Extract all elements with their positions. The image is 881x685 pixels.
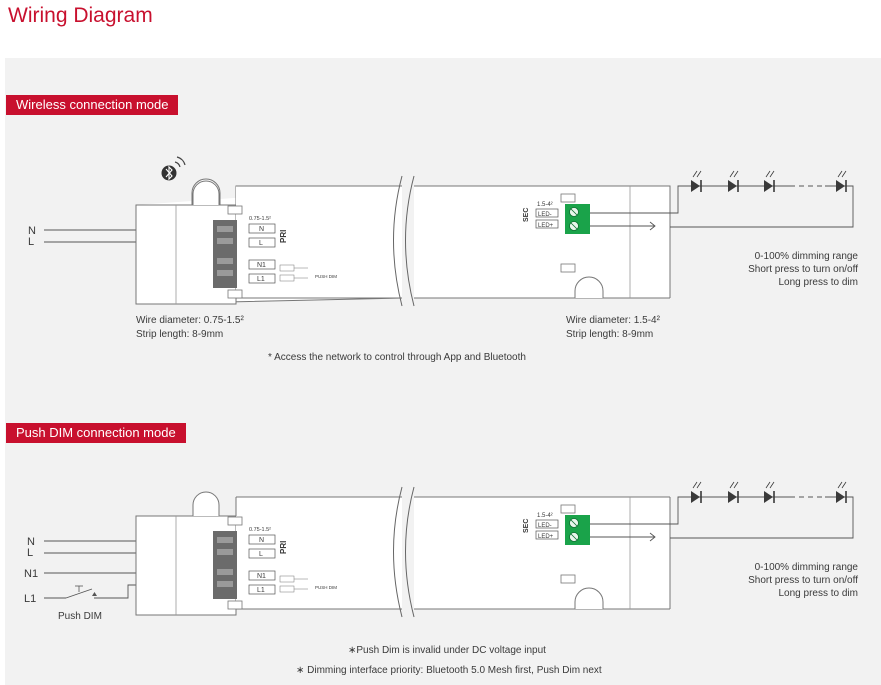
pri-terminal-n1: N1 bbox=[257, 262, 266, 269]
pri-terminal-l1: L1 bbox=[257, 587, 265, 594]
led-diode-icon bbox=[763, 481, 775, 504]
led-diode-icon bbox=[763, 170, 775, 193]
wireless-mode-label: Wireless connection mode bbox=[6, 95, 179, 115]
input-terminal-n1: N1 bbox=[24, 568, 38, 580]
led-diode-icon bbox=[690, 170, 702, 193]
led-diode-icon bbox=[727, 481, 739, 504]
left-strip-length: Strip length: 8-9mm bbox=[136, 329, 223, 340]
pri-terminal-l: L bbox=[259, 551, 263, 558]
sec-terminal-led-plus: LED+ bbox=[538, 223, 554, 229]
right-strip-length: Strip length: 8-9mm bbox=[566, 329, 653, 340]
led-diode-icon bbox=[835, 170, 847, 193]
bluetooth-icon bbox=[161, 156, 186, 181]
led-diode-icon bbox=[727, 170, 739, 193]
right-wire-diameter: Wire diameter: 1.5-4² bbox=[566, 315, 661, 326]
wireless-diagram: N L 0.75-1.5² N L bbox=[28, 156, 859, 363]
input-terminal-n: N bbox=[27, 536, 35, 548]
pri-label: PRI bbox=[279, 541, 288, 554]
input-terminal-l1: L1 bbox=[24, 593, 36, 605]
sec-terminal-led-minus: LED- bbox=[538, 523, 552, 529]
page-title: Wiring Diagram bbox=[8, 4, 153, 27]
input-terminal-l: L bbox=[27, 547, 33, 559]
pri-range: 0.75-1.5² bbox=[249, 527, 271, 533]
sec-range: 1.5-4² bbox=[537, 202, 553, 208]
pri-terminal-n: N bbox=[259, 226, 264, 233]
short-press-info: Short press to turn on/off bbox=[748, 575, 858, 586]
pushdim-note-priority: ∗ Dimming interface priority: Bluetooth … bbox=[296, 665, 602, 676]
sec-terminal-led-plus: LED+ bbox=[538, 534, 554, 540]
pri-terminal-l: L bbox=[259, 240, 263, 247]
pushdim-mode-label: Push DIM connection mode bbox=[6, 423, 186, 443]
dimming-range: 0-100% dimming range bbox=[755, 251, 859, 262]
short-press-info: Short press to turn on/off bbox=[748, 264, 858, 275]
pri-terminal-n1: N1 bbox=[257, 573, 266, 580]
long-press-info: Long press to dim bbox=[779, 277, 859, 288]
sec-connector bbox=[565, 204, 590, 234]
pri-push-dim-small: PUSH DIM bbox=[315, 585, 337, 590]
sec-connector bbox=[565, 515, 590, 545]
left-wire-diameter: Wire diameter: 0.75-1.5² bbox=[136, 315, 244, 326]
pri-terminal-l1: L1 bbox=[257, 276, 265, 283]
input-terminal-l: L bbox=[28, 236, 34, 248]
sec-terminal-led-minus: LED- bbox=[538, 212, 552, 218]
pri-range: 0.75-1.5² bbox=[249, 216, 271, 222]
pushdim-note-dc: ∗Push Dim is invalid under DC voltage in… bbox=[348, 645, 546, 656]
pri-push-dim-small: PUSH DIM bbox=[315, 274, 337, 279]
long-press-info: Long press to dim bbox=[779, 588, 859, 599]
pri-terminal-n: N bbox=[259, 537, 264, 544]
dimming-range: 0-100% dimming range bbox=[755, 562, 859, 573]
pushdim-diagram: N L N1 L1 Push DIM 0.75-1.5² bbox=[24, 481, 859, 676]
wireless-note: * Access the network to control through … bbox=[268, 352, 526, 363]
led-diode-icon bbox=[690, 481, 702, 504]
sec-label: SEC bbox=[523, 519, 530, 533]
led-diode-icon bbox=[835, 481, 847, 504]
push-dim-switch-label: Push DIM bbox=[58, 611, 102, 622]
sec-label: SEC bbox=[523, 208, 530, 222]
pri-label: PRI bbox=[279, 230, 288, 243]
input-terminal-n: N bbox=[28, 225, 36, 237]
sec-range: 1.5-4² bbox=[537, 513, 553, 519]
